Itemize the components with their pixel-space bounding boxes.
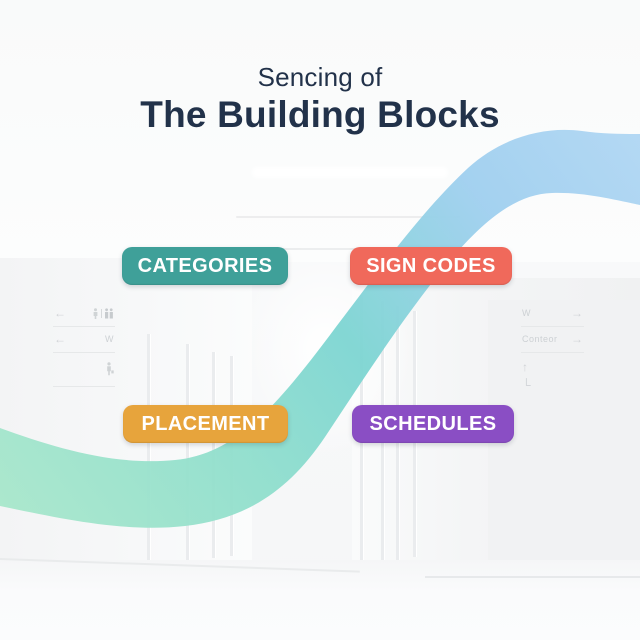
sign-divider-bar [101, 308, 102, 318]
badge-categories[interactable]: CATEGORIES [122, 247, 288, 285]
sign-row: ↑ └ [521, 353, 584, 398]
corner-bracket-icon: └ [522, 378, 531, 392]
sign-label: Conteor [522, 333, 558, 344]
baseboard-right [425, 576, 640, 578]
right-wall-panel [488, 300, 640, 579]
sign-label: W [105, 333, 114, 344]
arrow-left-icon: ← [54, 332, 66, 346]
ceiling-line [236, 216, 460, 218]
wall-sign-right: W → Conteor → ↑ └ [521, 301, 584, 398]
sign-row: ← [53, 301, 115, 327]
sign-label: W [522, 307, 531, 318]
sign-row: W → [521, 301, 584, 327]
arrow-left-icon: ← [54, 306, 66, 320]
badge-sign-codes[interactable]: SIGN CODES [350, 247, 512, 285]
sign-row: ← W [53, 327, 115, 353]
arrow-up-icon: ↑ [522, 360, 528, 374]
badge-placement[interactable]: PLACEMENT [123, 405, 288, 443]
ceiling-light-strip [252, 167, 448, 178]
arrow-right-icon: → [571, 306, 583, 320]
door-frame [147, 334, 150, 566]
page-title: The Building Blocks [140, 94, 500, 135]
sign-row [53, 353, 115, 387]
title-line-1: Sencing of [257, 62, 383, 92]
sign-row: Conteor → [521, 327, 584, 353]
wall-sign-left: ← ← W [53, 301, 115, 387]
ribbon-path [0, 129, 640, 528]
door-frame [186, 344, 189, 562]
arrow-right-icon: → [571, 332, 583, 346]
badge-schedules[interactable]: SCHEDULES [352, 405, 514, 443]
person-icon [93, 307, 98, 319]
person-with-case-icon [107, 362, 114, 376]
title-block: Sencing of The Building Blocks [0, 62, 640, 136]
ceiling [0, 0, 640, 262]
restroom-icons [92, 307, 114, 319]
people-icon [105, 307, 113, 318]
floor [0, 560, 640, 640]
